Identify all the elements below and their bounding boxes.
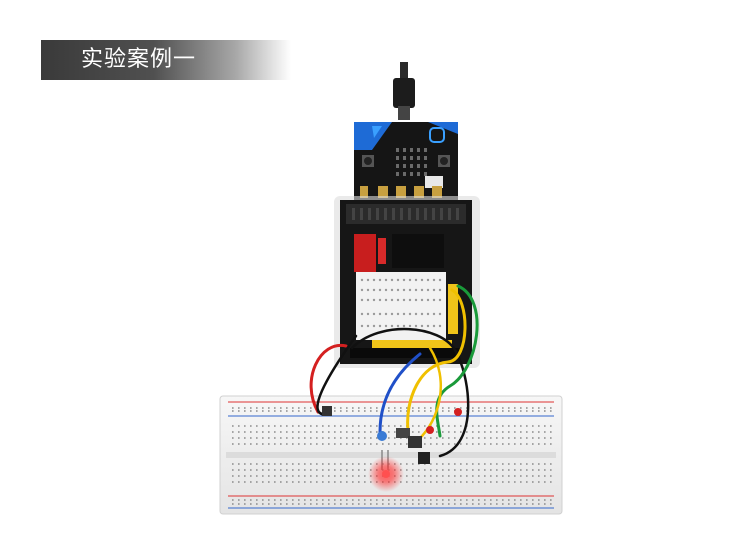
expansion-board [334, 196, 480, 368]
usb-cable [393, 62, 415, 120]
banner-title: 实验案例一 [81, 47, 197, 72]
led-glow [368, 456, 404, 492]
main-breadboard [219, 395, 563, 515]
microbit-board [354, 122, 458, 200]
yellow-wire [406, 288, 467, 432]
components [322, 406, 462, 470]
yellow-wire-2 [416, 346, 443, 442]
green-wire [435, 284, 479, 438]
jumper-wires [309, 284, 479, 458]
black-wire-right [350, 327, 470, 458]
blue-wire [378, 352, 422, 434]
red-wire [309, 343, 348, 414]
title-banner: 实验案例一 [41, 40, 291, 80]
